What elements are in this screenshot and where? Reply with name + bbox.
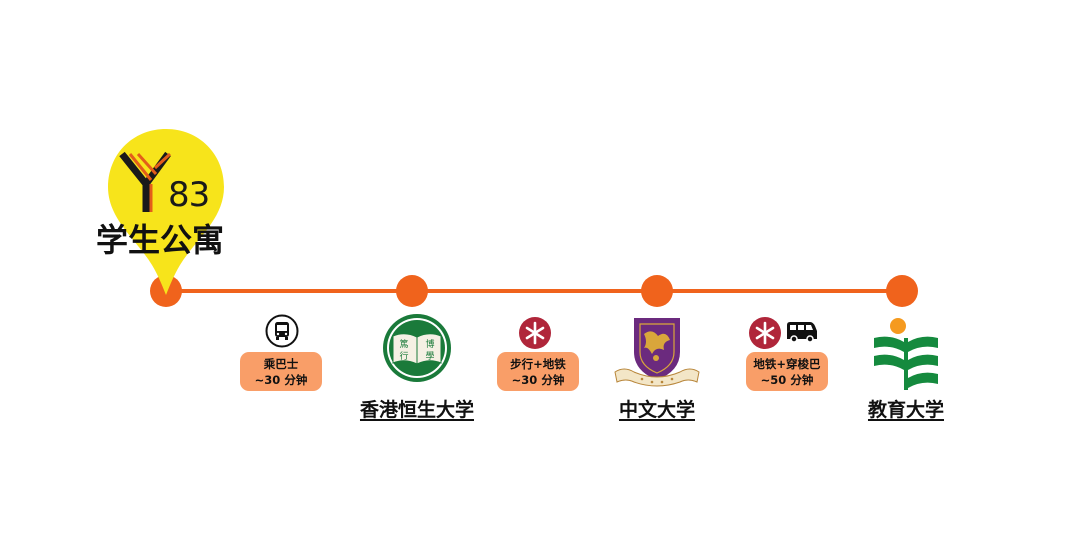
route-line [166,289,902,293]
stop-dot-eduhk [886,275,918,307]
brand-number: 83 [168,175,210,215]
stop-name-cuhk: 中文大学 [618,399,695,421]
hsu-logo-char: 篤 [399,338,408,350]
segment-badge-mtr-shuttle: 地铁+穿梭巴 ~50 分钟 [746,352,828,391]
bus-icon [265,314,299,348]
mtr-icon [519,317,551,349]
hsu-logo-char: 行 [399,350,408,362]
cuhk-crest [614,318,700,387]
origin-name: 学生公寓 [96,221,225,259]
segment-duration: ~50 分钟 [760,372,814,387]
segment-mode: 步行+地铁 [510,356,566,371]
hsu-logo-char: 博 [425,338,434,350]
van-icon [787,322,817,343]
segment-mode: 乘巴士 [263,356,299,371]
segment-badge-bus: 乘巴士 ~30 分钟 [240,352,322,391]
mtr-icon [749,317,781,349]
hsu-logo-char: 學 [425,350,434,362]
hsu-logo: 篤 博 行 學 [383,314,451,382]
stop-name-eduhk: 教育大学 [867,399,944,421]
segment-duration: ~30 分钟 [511,372,565,387]
y83-logo-mark [119,151,172,212]
eduhk-logo [874,318,938,390]
segment-mode: 地铁+穿梭巴 [753,356,821,371]
stop-dot-hsu [396,275,428,307]
segment-duration: ~30 分钟 [254,372,308,387]
stop-dot-cuhk [641,275,673,307]
stop-name-hsu: 香港恒生大学 [359,399,474,421]
segment-badge-mtr: 步行+地铁 ~30 分钟 [497,352,579,391]
